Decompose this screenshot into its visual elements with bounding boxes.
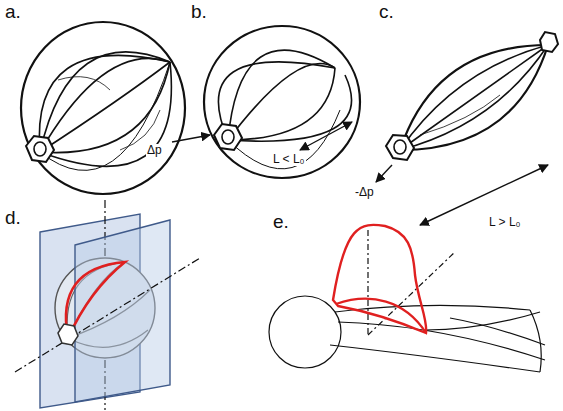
lobe-section	[269, 225, 545, 372]
actuator-contracted	[204, 26, 360, 178]
panel-letter: e.	[272, 212, 290, 233]
length-arrow	[300, 122, 352, 150]
length-label: L > L₀	[488, 216, 522, 229]
symmetry-planes	[15, 200, 200, 410]
panel-letter: b.	[190, 2, 208, 23]
vacuum-arrow	[376, 165, 392, 182]
pressure-label: -Δp	[354, 186, 375, 199]
length-arrow	[420, 165, 548, 225]
actuator-rest	[21, 22, 185, 194]
panel-letter: c.	[378, 2, 395, 23]
pressure-label: Δp	[146, 144, 163, 157]
panel-letter: a.	[4, 2, 22, 23]
pressure-arrow	[172, 135, 210, 142]
length-label: L < L₀	[272, 153, 306, 166]
panel-letter: d.	[4, 208, 22, 229]
actuator-extended	[386, 32, 558, 160]
